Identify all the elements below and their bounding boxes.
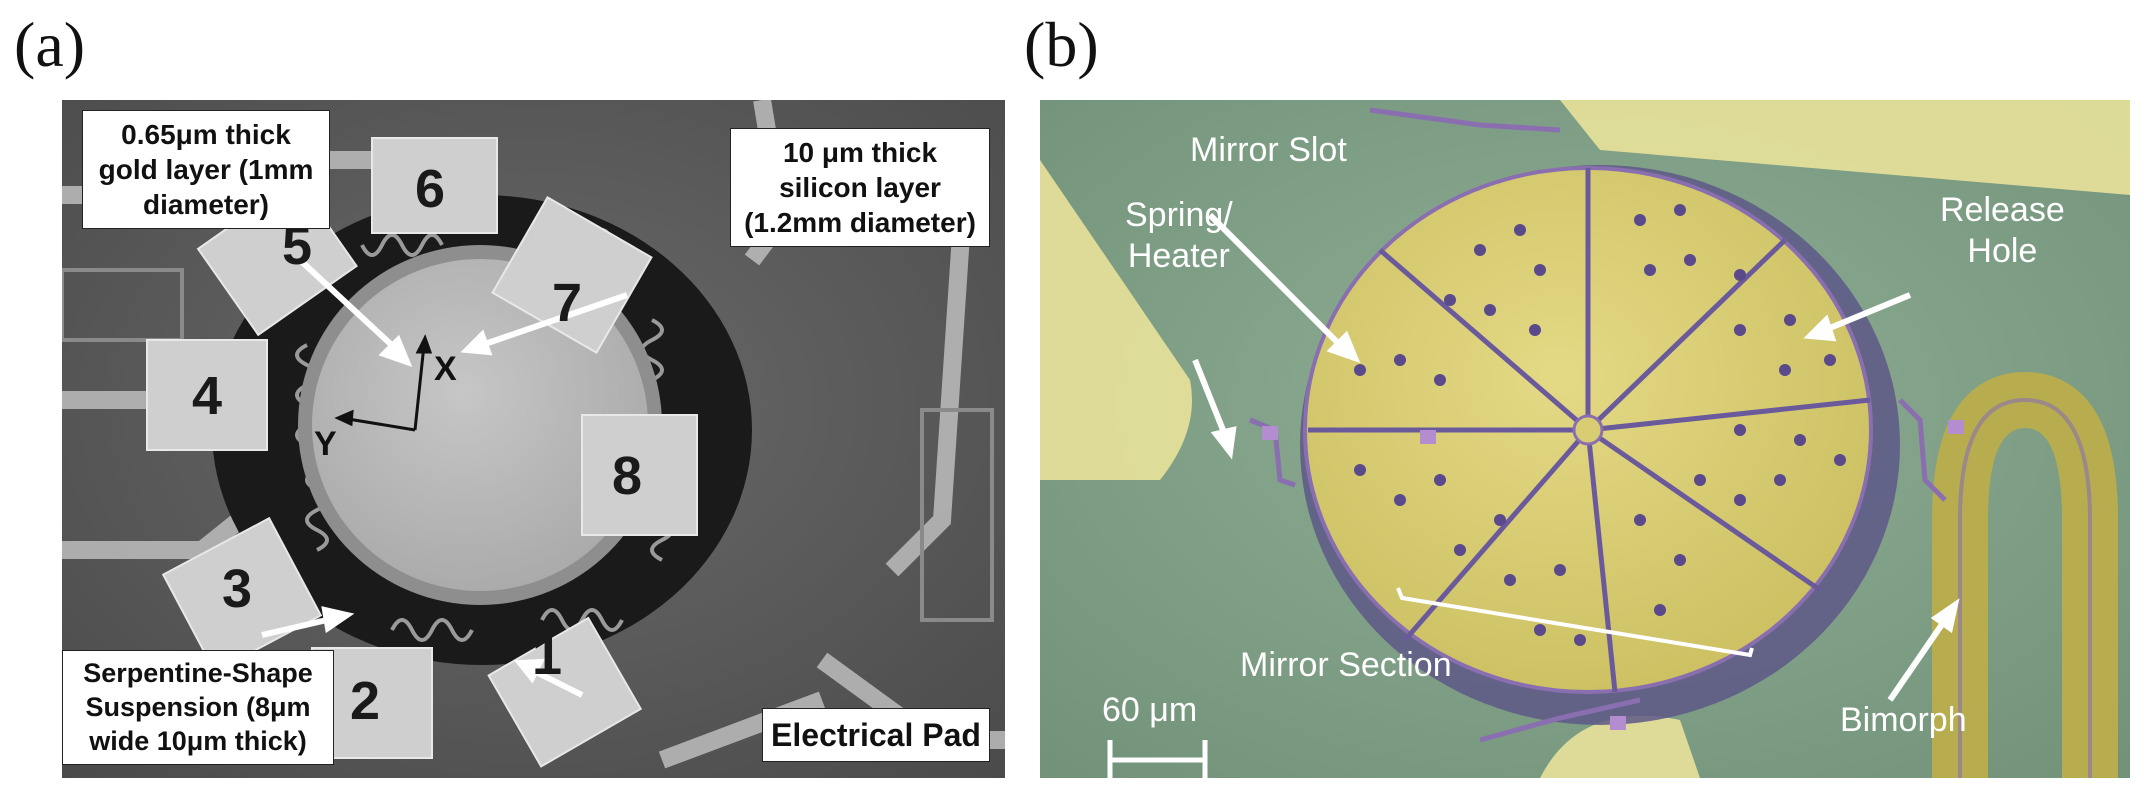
mirror-section-label: Mirror Section bbox=[1240, 646, 1452, 684]
pad-number-1: 1 bbox=[532, 626, 563, 686]
pad-number-7: 7 bbox=[552, 273, 583, 333]
sem-micrograph-panel: 1 2 3 4 5 6 7 8 X Y 0.65μm thick gold la… bbox=[62, 100, 1005, 778]
scale-bar-label: 60 μm bbox=[1102, 691, 1198, 729]
spring-heater-label: Spring/ Heater bbox=[1125, 196, 1233, 276]
pad-number-6: 6 bbox=[415, 159, 446, 219]
release-hole-label: Release Hole bbox=[1940, 191, 2065, 271]
pad-number-8: 8 bbox=[612, 446, 643, 506]
electrical-pad-annotation: Electrical Pad bbox=[762, 708, 990, 762]
panel-b-label: (b) bbox=[1024, 9, 1099, 80]
gold-layer-annotation: 0.65μm thick gold layer (1mm diameter) bbox=[82, 110, 330, 229]
pad-number-2: 2 bbox=[350, 671, 381, 731]
colorized-mirror-image bbox=[1040, 100, 2130, 778]
panel-a-label: (a) bbox=[14, 9, 86, 80]
colorized-mirror-panel: Mirror Slot Spring/ Heater Release Hole … bbox=[1040, 100, 2130, 778]
suspension-annotation: Serpentine-Shape Suspension (8μm wide 10… bbox=[62, 650, 334, 766]
y-axis-label: Y bbox=[314, 425, 337, 463]
silicon-layer-annotation: 10 μm thick silicon layer (1.2mm diamete… bbox=[730, 128, 990, 247]
pad-number-4: 4 bbox=[192, 366, 223, 426]
x-axis-label: X bbox=[434, 350, 457, 388]
mirror-slot-label: Mirror Slot bbox=[1190, 131, 1347, 169]
pad-number-3: 3 bbox=[222, 559, 253, 619]
bimorph-label: Bimorph bbox=[1840, 701, 1967, 739]
